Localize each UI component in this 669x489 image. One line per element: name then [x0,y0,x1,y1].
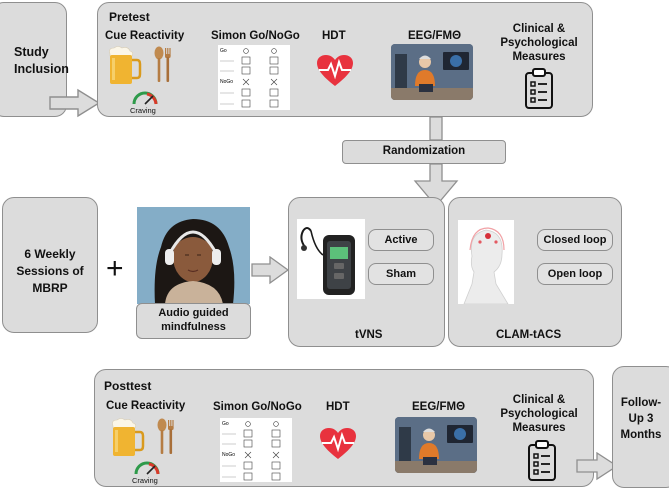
pretest-clinical-label: Clinical & Psychological Measures [500,23,578,63]
posttest-simon-label: Simon Go/NoGo [213,401,302,413]
pretest-simon-label: Simon Go/NoGo [211,30,300,42]
mbrp-label: 6 Weekly Sessions of MBRP [16,247,84,295]
tacs-closed-loop-label: Closed loop [537,229,613,251]
posttest-hdt-label: HDT [326,401,350,413]
pretest-eeg-label: EEG/FMΘ [408,30,462,42]
pretest-nogo-label: NoGo [220,79,233,85]
posttest-eeg-label: EEG/FMΘ [412,401,466,413]
pretest-hdt-label: HDT [322,30,346,42]
wooden-utensils-icon [154,46,171,82]
arrow-pretest-to-randomization [429,117,443,141]
randomization-label: Randomization [382,145,466,157]
woman-headphones-photo [137,207,250,304]
pretest-title: Pretest [109,10,150,24]
arrow-randomization-down [413,163,459,208]
posttest-box [94,369,594,487]
tacs-title: CLAM-tACS [496,329,562,341]
followup-label: Follow-Up 3 Months [620,397,662,441]
posttest-clipboard-icon [528,440,556,481]
study-inclusion-label: Study Inclusion [14,45,69,76]
tacs-head-photo [458,220,514,304]
randomization-box [342,140,506,164]
tvns-title: tVNS [355,329,383,341]
pretest-heart-icon [317,55,353,86]
audio-mindfulness-box [136,303,251,339]
audio-mindfulness-label: Audio guided mindfulness [158,307,229,333]
posttest-craving-gauge-icon [134,461,160,475]
posttest-heart-icon [320,428,356,459]
tvns-device-photo [297,219,365,299]
beer-icon [109,46,142,84]
posttest-cue-reactivity-label: Cue Reactivity [106,400,186,412]
posttest-nogo-label: NoGo [222,452,235,458]
tvns-active-label: Active [368,229,434,251]
pretest-cue-reactivity-label: Cue Reactivity [105,30,185,42]
arrow-inclusion-to-pretest [49,88,101,118]
pretest-eeg-photo [391,44,473,100]
posttest-wooden-utensils-icon [157,418,174,454]
posttest-craving-label: Craving [132,476,158,485]
posttest-simon-task-sheet: Go NoGo [220,418,292,482]
posttest-clinical-label: Clinical & Psychological Measures [500,394,578,434]
tacs-open-loop-label: Open loop [537,263,613,285]
pretest-go-label: Go [220,48,227,54]
posttest-eeg-photo [395,417,477,473]
arrow-audio-to-tvns [251,256,290,285]
posttest-title: Posttest [104,379,152,393]
craving-gauge-icon [132,91,158,105]
mbrp-box [2,197,98,333]
tvns-sham-label: Sham [368,263,434,285]
plus-sign: + [106,252,124,285]
arrow-posttest-to-followup [576,452,619,481]
followup-box [612,366,669,488]
pretest-clipboard-icon [525,68,553,109]
pretest-simon-task-sheet: Go NoGo [218,45,290,110]
pretest-craving-label: Craving [130,106,156,115]
posttest-go-label: Go [222,421,229,427]
posttest-beer-icon [112,418,145,456]
